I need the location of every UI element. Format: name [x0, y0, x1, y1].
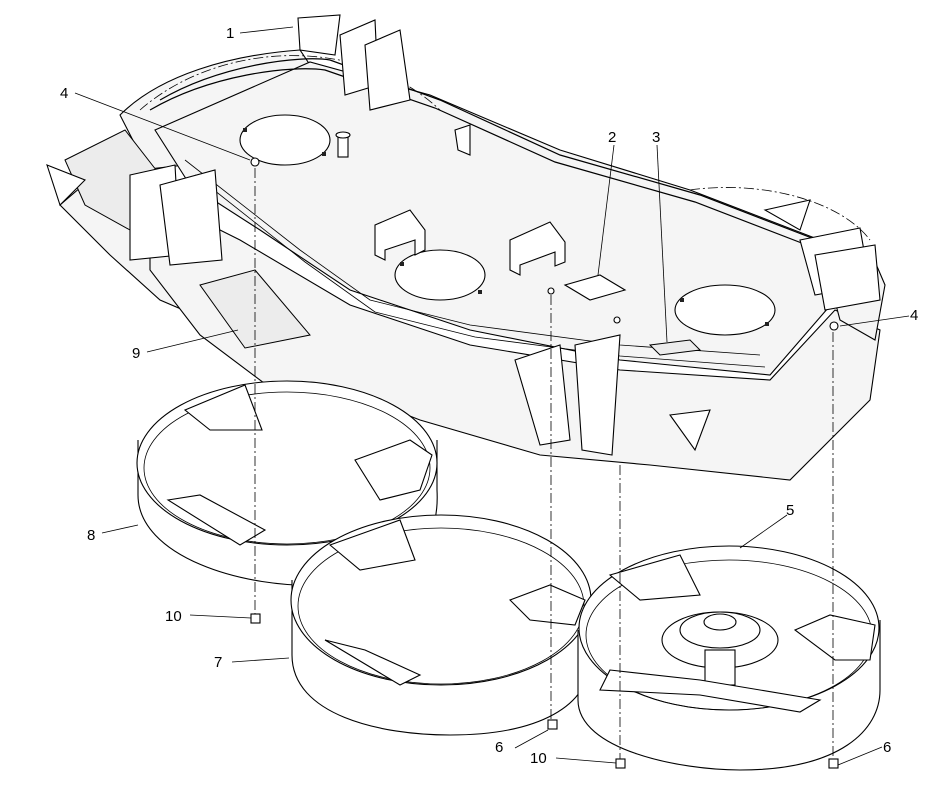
bolts — [250, 613, 839, 769]
callout-labels: 1 2 3 4 4 5 6 6 7 8 9 10 10 — [60, 25, 918, 767]
callout-2: 2 — [608, 129, 616, 146]
callout-4-right: 4 — [910, 307, 918, 324]
alignment-lines — [254, 168, 834, 759]
callout-3: 3 — [652, 129, 660, 146]
callout-1: 1 — [226, 25, 234, 42]
callout-10-left: 10 — [165, 608, 182, 625]
baffle-8 — [136, 380, 438, 587]
baffle-5 — [577, 545, 881, 771]
decal-2 — [563, 274, 627, 301]
callout-5: 5 — [786, 502, 794, 519]
callout-9: 9 — [132, 345, 140, 362]
leader-lines — [74, 26, 910, 766]
decal-3 — [648, 339, 702, 356]
callout-10-mid: 10 — [530, 750, 547, 767]
callout-6-mid: 6 — [495, 739, 503, 756]
baffle-7 — [290, 514, 592, 736]
callout-8: 8 — [87, 527, 95, 544]
callout-6-right: 6 — [883, 739, 891, 756]
callout-4-left: 4 — [60, 85, 68, 102]
callout-7: 7 — [214, 654, 222, 671]
